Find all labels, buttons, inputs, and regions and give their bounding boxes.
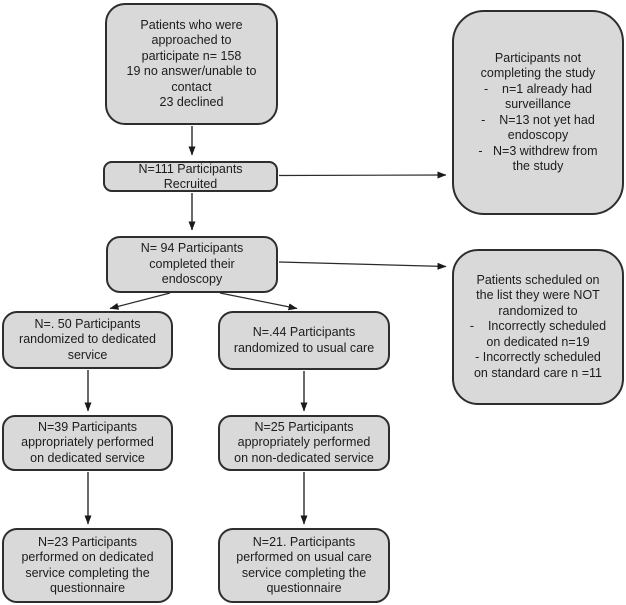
box-performed-non-dedicated: N=25 Participants appropriately performe…	[218, 415, 390, 471]
box-participants-not-completing: Participants not completing the study - …	[452, 10, 624, 215]
arrow-endoscopy-to-not-randomized	[278, 261, 447, 270]
box-randomized-dedicated: N=. 50 Participants randomized to dedica…	[2, 311, 173, 369]
box-questionnaire-usual-care: N=21. Participants performed on usual ca…	[218, 528, 390, 603]
box-not-randomized-schedule: Patients scheduled on the list they were…	[452, 249, 624, 405]
arrow-endoscopy-to-randomized-usual	[219, 292, 298, 311]
box-performed-dedicated: N=39 Participants appropriately performe…	[2, 415, 173, 471]
arrow-recruited-to-not-completing	[278, 171, 447, 179]
box-questionnaire-dedicated: N=23 Participants performed on dedicated…	[2, 528, 173, 603]
box-completed-endoscopy: N= 94 Participants completed their endos…	[106, 236, 278, 293]
box-randomized-usual-care: N=.44 Participants randomized to usual c…	[218, 311, 390, 370]
arrow-endoscopy-to-randomized-dedicated	[109, 292, 171, 310]
box-participants-recruited: N=111 Participants Recruited	[103, 161, 278, 192]
box-patients-approached: Patients who were approached to particip…	[105, 3, 278, 125]
